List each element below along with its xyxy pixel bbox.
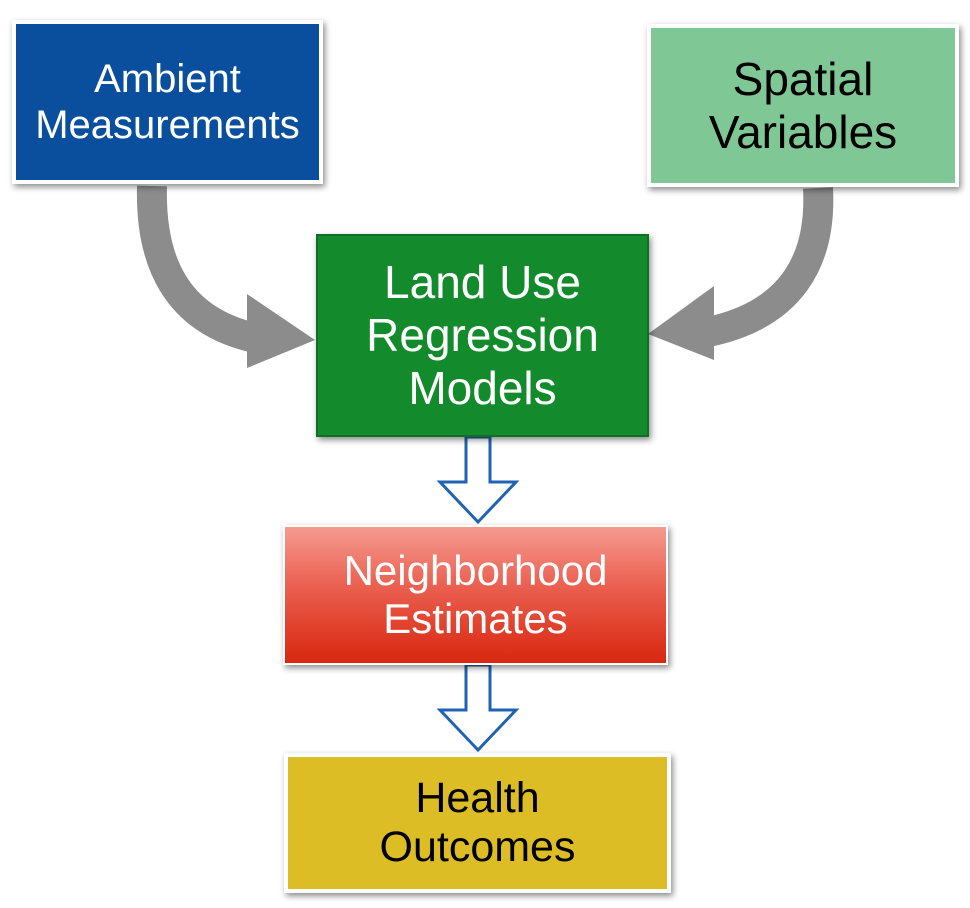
land-use-regression-models-label: Land Use Regression Models <box>366 256 599 414</box>
curved-arrow-ambient-to-lur <box>136 185 315 368</box>
health-outcomes-box: Health Outcomes <box>284 753 671 893</box>
ambient-measurements-box: Ambient Measurements <box>12 20 323 184</box>
block-arrow-lur-to-neighborhood <box>436 435 520 525</box>
neighborhood-estimates-box: Neighborhood Estimates <box>283 525 668 665</box>
curved-arrow-spatial-to-lur <box>648 187 834 360</box>
health-outcomes-label: Health Outcomes <box>379 773 576 871</box>
ambient-measurements-label: Ambient Measurements <box>35 57 300 147</box>
block-arrow-neighborhood-to-health <box>436 663 520 753</box>
neighborhood-estimates-label: Neighborhood Estimates <box>343 546 608 642</box>
spatial-variables-label: Spatial Variables <box>708 52 898 158</box>
land-use-regression-models-box: Land Use Regression Models <box>316 234 649 437</box>
spatial-variables-box: Spatial Variables <box>647 24 959 187</box>
